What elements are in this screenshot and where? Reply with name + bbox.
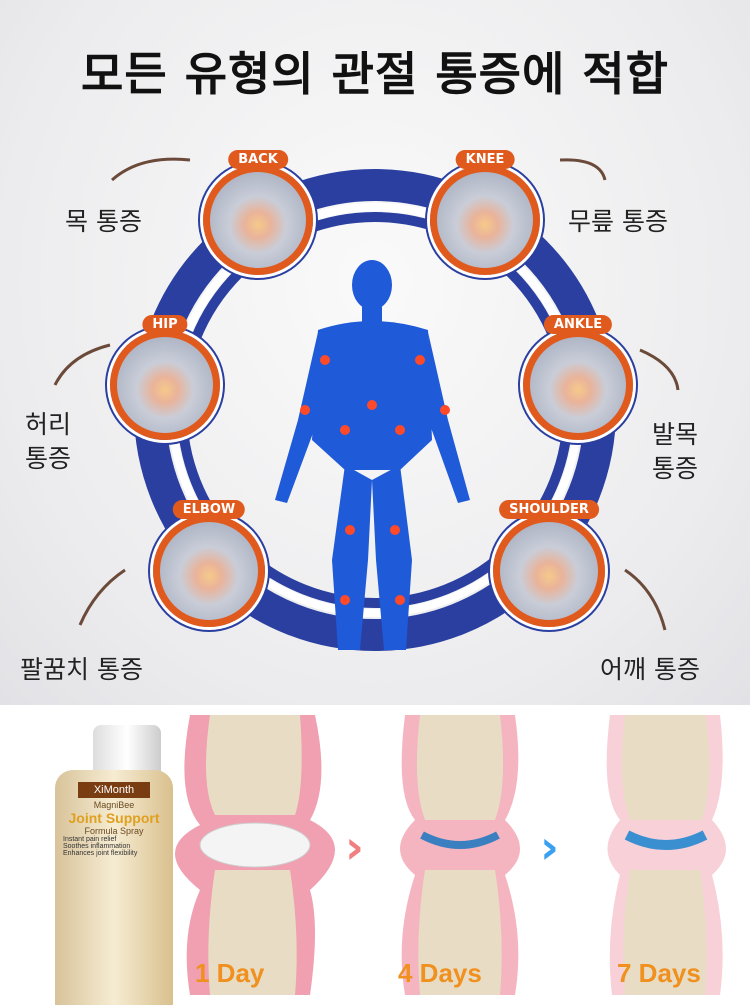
caption-knee: 무릎 통증 <box>568 207 668 236</box>
arrow-right-icon: › <box>540 820 559 874</box>
joint-day7 <box>606 715 726 995</box>
caption-ankle: 발목 통증 <box>652 420 699 483</box>
stage-label-1: 1 Day <box>195 958 265 988</box>
joint-day4 <box>400 715 520 995</box>
joint-healing-illustration <box>175 715 726 995</box>
spot-ankle: ANKLE <box>523 315 633 440</box>
caption-neck: 목 통증 <box>65 207 142 236</box>
spot-knee: KNEE <box>430 150 540 275</box>
spot-shoulder: SHOULDER <box>493 500 605 627</box>
spot-back: BACK <box>203 150 313 275</box>
page-title: 모든 유형의 관절 통증에 적합 <box>81 47 669 101</box>
caption-shoulder: 어깨 통증 <box>600 655 700 684</box>
joint-pain-panel: 모든 유형의 관절 통증에 적합 BACK KNEE HIP ANKLE ELB… <box>0 0 750 705</box>
stage-label-3: 7 Days <box>617 958 701 988</box>
spot-hip: HIP <box>110 315 220 440</box>
arrows <box>53 157 680 631</box>
body-ring-graphic <box>53 157 680 651</box>
arrow-right-icon: › <box>345 820 364 874</box>
product-bottle: XiMonth MagniBee Joint Support Formula S… <box>55 725 173 1005</box>
spot-elbow: ELBOW <box>153 500 265 627</box>
joint-day1 <box>175 715 335 995</box>
caption-elbow: 팔꿈치 통증 <box>20 655 143 684</box>
caption-waist: 허리 통증 <box>25 410 72 473</box>
stage-label-2: 4 Days <box>398 958 482 988</box>
